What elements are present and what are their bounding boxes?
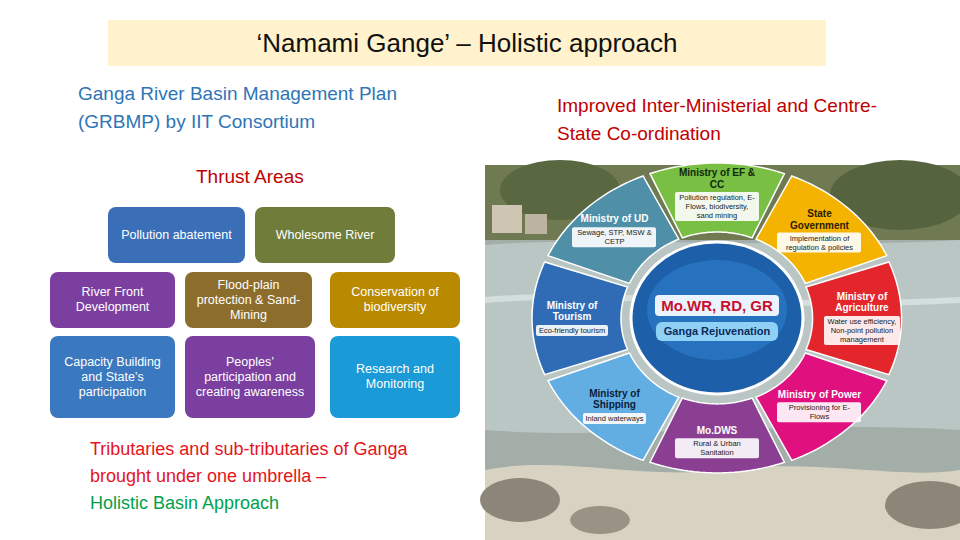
ministry-name: Ministry of UD <box>581 214 649 226</box>
thrust-area-box: Peoples’ participation and creating awar… <box>185 336 315 418</box>
segment-text-group: Ministry of ShippingInland waterways <box>572 388 656 424</box>
thrust-area-box: Research and Monitoring <box>330 336 460 418</box>
ministry-name: Ministry of EF & CC <box>675 167 759 190</box>
building <box>492 205 522 233</box>
segment-text-group: Ministry of TourismEco-friendly tourism <box>534 300 610 336</box>
segment-fill <box>650 398 784 473</box>
box-text: Flood-plain protection & Sand-Mining <box>192 278 305 323</box>
hub-highlight <box>647 260 787 360</box>
rock <box>480 478 560 522</box>
ministry-role: Water use efficiency, Non-point pollutio… <box>824 316 900 345</box>
ministry-role: Pollution regulation, E-Flows, biodivers… <box>675 192 759 221</box>
thrust-area-box: Conservation of biodiversity <box>330 272 460 328</box>
box-text: Pollution abatement <box>121 228 232 243</box>
ministry-name: Ministry of Shipping <box>572 388 656 411</box>
segment-text-group: Ministry of EF & CCPollution regulation,… <box>675 167 759 221</box>
ministry-role: Inland waterways <box>583 413 647 424</box>
segment-text-group: State GovernmentImplementation of regula… <box>777 208 861 253</box>
slide-label: Tributaries and sub-tributaries of Ganga… <box>90 436 425 490</box>
box-text: Capacity Building and State’s participat… <box>57 355 168 400</box>
hub-text-group: Mo.WR, RD, GR Ganga Rejuvenation <box>642 295 792 341</box>
thrust-area-box: Wholesome River <box>255 207 395 263</box>
ministry-role: Sewage, STP, MSW & CETP <box>572 227 656 247</box>
rock <box>570 506 630 534</box>
slide-label: Thrust Areas <box>196 165 356 190</box>
segment-text-group: Ministry of UDSewage, STP, MSW & CETP <box>572 214 656 248</box>
hub-fill <box>631 242 803 394</box>
ministry-role: Rural & Urban Sanitation <box>675 439 759 459</box>
ministry-segment: Mo.DWS Rural & Urban Sanitation <box>650 398 784 473</box>
central-hub: Mo.WR, RD, GR Ganga Rejuvenation <box>629 240 805 396</box>
slide-title: ‘Namami Gange’ – Holistic approach <box>108 20 826 66</box>
thrust-area-box: Flood-plain protection & Sand-Mining <box>185 272 312 328</box>
thrust-area-box: Pollution abatement <box>108 207 245 263</box>
segment-text-group: Ministry of AgricultureWater use efficie… <box>824 291 900 345</box>
box-text: Conservation of biodiversity <box>337 285 453 315</box>
segment-text-group: Ministry of PowerProvisioning for E-Flow… <box>777 389 861 423</box>
ministry-name: Ministry of Tourism <box>534 300 610 323</box>
ministry-name: State Government <box>777 208 861 231</box>
river-photo <box>480 160 960 540</box>
ministry-name: Ministry of Power <box>778 389 861 401</box>
hub-name: Mo.WR, RD, GR <box>655 295 779 316</box>
box-text: Wholesome River <box>276 228 375 243</box>
ministry-role: Provisioning for E-Flows <box>777 402 861 422</box>
segment-text-group: Mo.DWS Rural & Urban Sanitation <box>675 425 759 459</box>
slide-label: Ganga River Basin Management Plan (GRBMP… <box>78 80 468 135</box>
building <box>525 214 547 234</box>
ministry-name: Mo.DWS <box>697 425 738 437</box>
hub-shape <box>629 240 805 396</box>
hub-role: Ganga Rejuvenation <box>656 322 778 341</box>
rock <box>885 481 960 529</box>
slide-label: Holistic Basin Approach <box>90 490 425 517</box>
title-band <box>108 20 826 66</box>
slide-label: Improved Inter-Ministerial and Centre-St… <box>557 92 877 147</box>
ministry-role: Implementation of regulation & policies <box>777 233 861 253</box>
box-text: Research and Monitoring <box>337 362 453 392</box>
thrust-area-box: River Front Development <box>50 272 175 328</box>
ministry-name: Ministry of Agriculture <box>824 291 900 314</box>
box-text: River Front Development <box>57 285 168 315</box>
thrust-area-box: Capacity Building and State’s participat… <box>50 336 175 418</box>
ministry-role: Eco-friendly tourism <box>536 325 608 336</box>
box-text: Peoples’ participation and creating awar… <box>192 355 308 400</box>
